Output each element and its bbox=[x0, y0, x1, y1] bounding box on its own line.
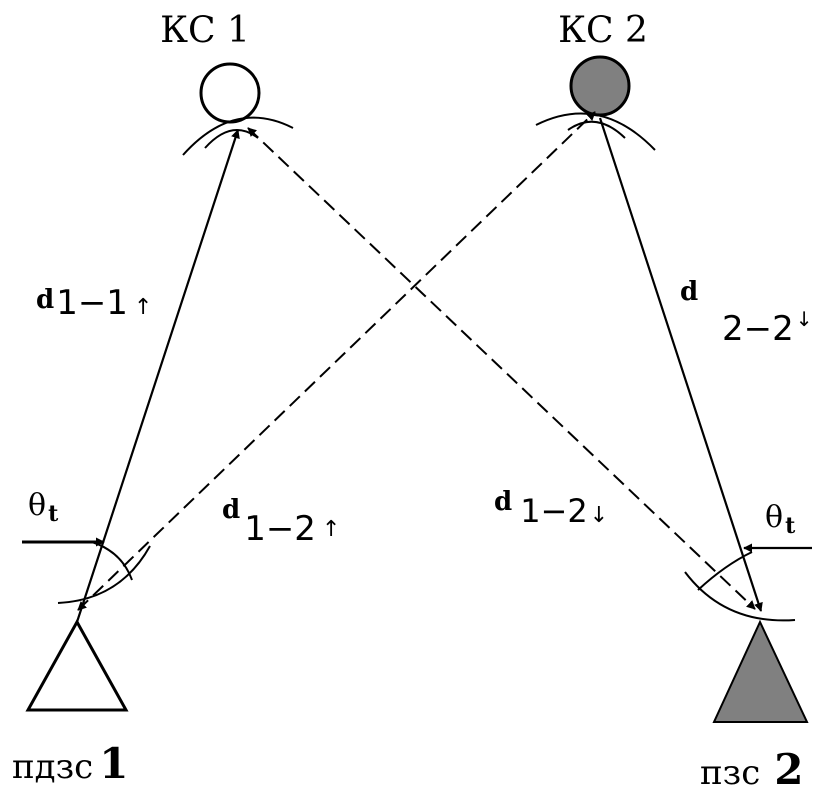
link-d12-down-line bbox=[247, 127, 756, 610]
d12-down-arrow: ↓ bbox=[590, 503, 608, 528]
pzs2-label-prefix: пзс bbox=[700, 753, 760, 789]
ks1-satellite-icon bbox=[199, 62, 261, 124]
theta-left-label: θt bbox=[28, 488, 59, 527]
pdzs1-label-number: 1 bbox=[99, 739, 128, 788]
d12-up-arrow: ↑ bbox=[322, 517, 340, 542]
d22-arrow: ↓ bbox=[796, 307, 813, 331]
ks2-satellite-icon bbox=[569, 55, 631, 117]
d22-label: d 2−2↓ bbox=[680, 277, 813, 349]
link-d11-line bbox=[75, 129, 240, 623]
ks1-beam-arc-inner bbox=[204, 129, 259, 149]
d12-down-symbol: d bbox=[494, 487, 512, 517]
theta-right-subscript: t bbox=[785, 513, 796, 539]
theta-right-symbol: θ bbox=[765, 500, 783, 535]
ks2-label: КС 2 bbox=[558, 10, 648, 51]
d11-label: d1−1↑ bbox=[36, 283, 152, 323]
pzs2-label: пзс 2 bbox=[700, 745, 803, 789]
d12-up-symbol: d bbox=[222, 495, 240, 525]
pdzs1-label-prefix: пдзс bbox=[12, 747, 93, 787]
pzs2-station-icon bbox=[712, 619, 809, 723]
pzs2-beam-arc-outer bbox=[684, 571, 796, 622]
d22-subscript: 2−2 bbox=[722, 309, 794, 349]
d12-down-subscript: 1−2 bbox=[520, 492, 588, 530]
d11-subscript: 1−1 bbox=[56, 283, 128, 323]
ks2-beam-arc-outer bbox=[535, 112, 656, 151]
theta-right-label: θt bbox=[765, 500, 796, 539]
d12-down-label: d 1−2↓ bbox=[494, 487, 608, 530]
d11-arrow: ↑ bbox=[134, 295, 152, 320]
pdzs1-beam-arc-outer bbox=[57, 545, 151, 604]
theta-left-symbol: θ bbox=[28, 488, 46, 523]
theta-left-subscript: t bbox=[48, 501, 59, 527]
ks1-beam-arc-outer bbox=[182, 116, 294, 156]
d11-symbol: d bbox=[36, 285, 54, 315]
ks2-beam-arc-inner bbox=[567, 120, 626, 139]
pzs2-beam-arc-inner bbox=[697, 551, 753, 591]
pdzs1-station-icon bbox=[25, 618, 129, 712]
ks1-label: КС 1 bbox=[160, 10, 250, 51]
pzs2-label-number: 2 bbox=[774, 745, 803, 789]
d22-symbol: d bbox=[680, 277, 698, 307]
d12-up-subscript: 1−2 bbox=[244, 509, 316, 549]
